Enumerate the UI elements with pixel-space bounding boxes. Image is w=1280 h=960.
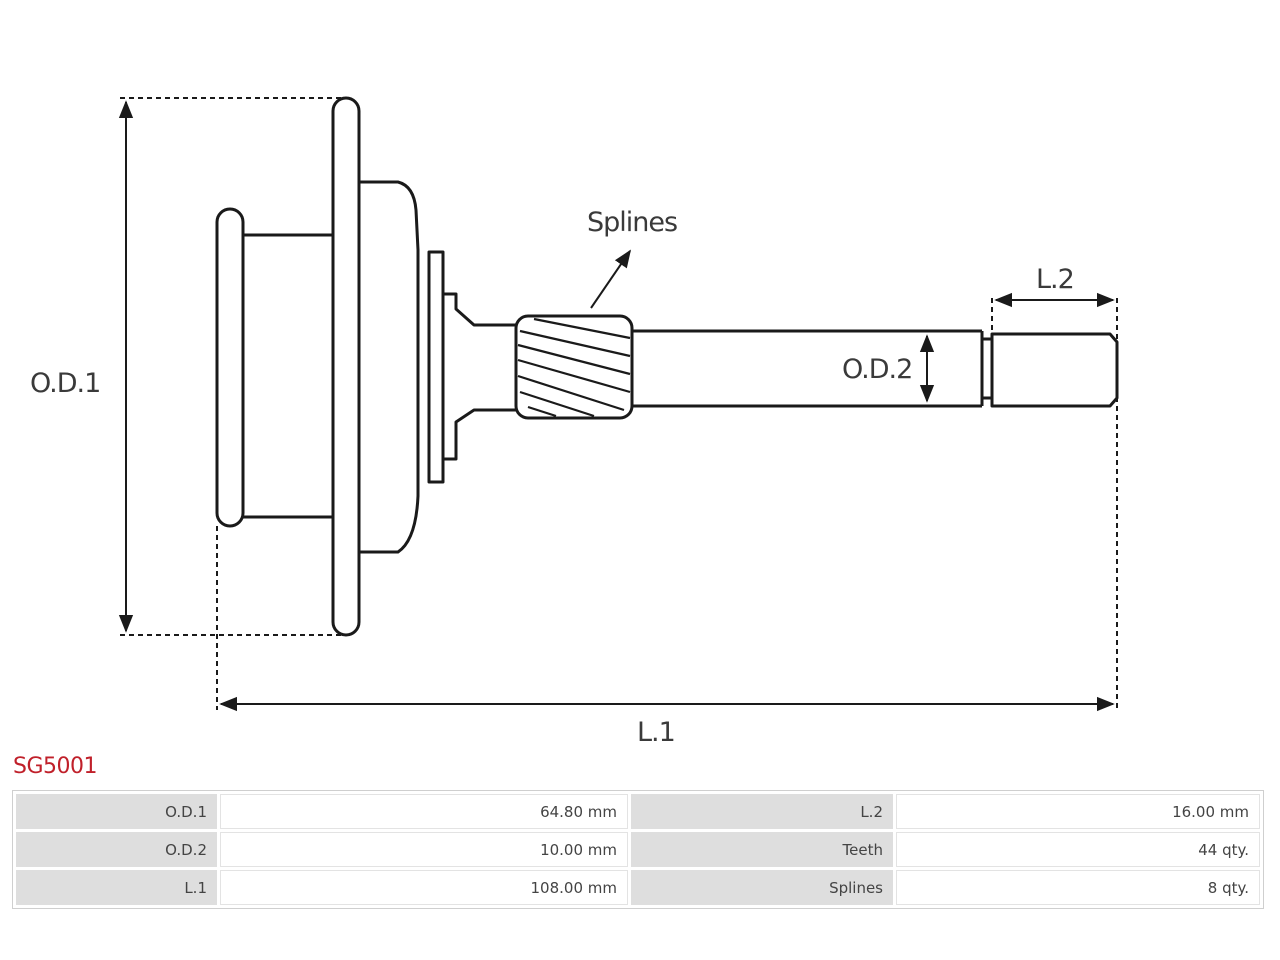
part-number: SG5001: [13, 754, 98, 779]
table-row: O.D.1 64.80 mm L.2 16.00 mm: [16, 794, 1260, 829]
shaft-tip: [990, 332, 1119, 408]
spec-key: O.D.1: [16, 794, 217, 829]
hub-step-bottom: [443, 408, 517, 461]
spec-value: 108.00 mm: [220, 870, 628, 905]
spline-teeth-lines: [517, 317, 631, 418]
spec-table: O.D.1 64.80 mm L.2 16.00 mm O.D.2 10.00 …: [12, 790, 1264, 909]
l2-label: L.2: [1036, 264, 1074, 295]
spec-key: O.D.2: [16, 832, 217, 867]
technical-drawing: O.D.1 O.D.2 L.1 L.2 Splines: [30, 96, 1119, 748]
dimension-lines: [118, 97, 1118, 712]
spec-key: L.1: [16, 870, 217, 905]
od2-label: O.D.2: [842, 354, 912, 385]
back-collar-rim: [215, 207, 245, 528]
od1-label: O.D.1: [30, 368, 100, 399]
pinion: [514, 314, 634, 420]
spec-value: 16.00 mm: [896, 794, 1260, 829]
spec-key: L.2: [631, 794, 893, 829]
hub-step-top: [443, 292, 517, 327]
main-flange: [331, 96, 361, 637]
spec-value: 10.00 mm: [220, 832, 628, 867]
spec-value: 44 qty.: [896, 832, 1260, 867]
table-row: O.D.2 10.00 mm Teeth 44 qty.: [16, 832, 1260, 867]
spec-key: Splines: [631, 870, 893, 905]
spec-key: Teeth: [631, 832, 893, 867]
small-flange: [427, 250, 445, 484]
gear-part-outline: [215, 96, 1119, 637]
spec-value: 64.80 mm: [220, 794, 628, 829]
splines-label: Splines: [587, 207, 677, 238]
spec-value: 8 qty.: [896, 870, 1260, 905]
l1-label: L.1: [637, 717, 675, 748]
clutch-body: [359, 180, 420, 554]
table-row: L.1 108.00 mm Splines 8 qty.: [16, 870, 1260, 905]
splines-pointer-arrow: [590, 249, 632, 309]
